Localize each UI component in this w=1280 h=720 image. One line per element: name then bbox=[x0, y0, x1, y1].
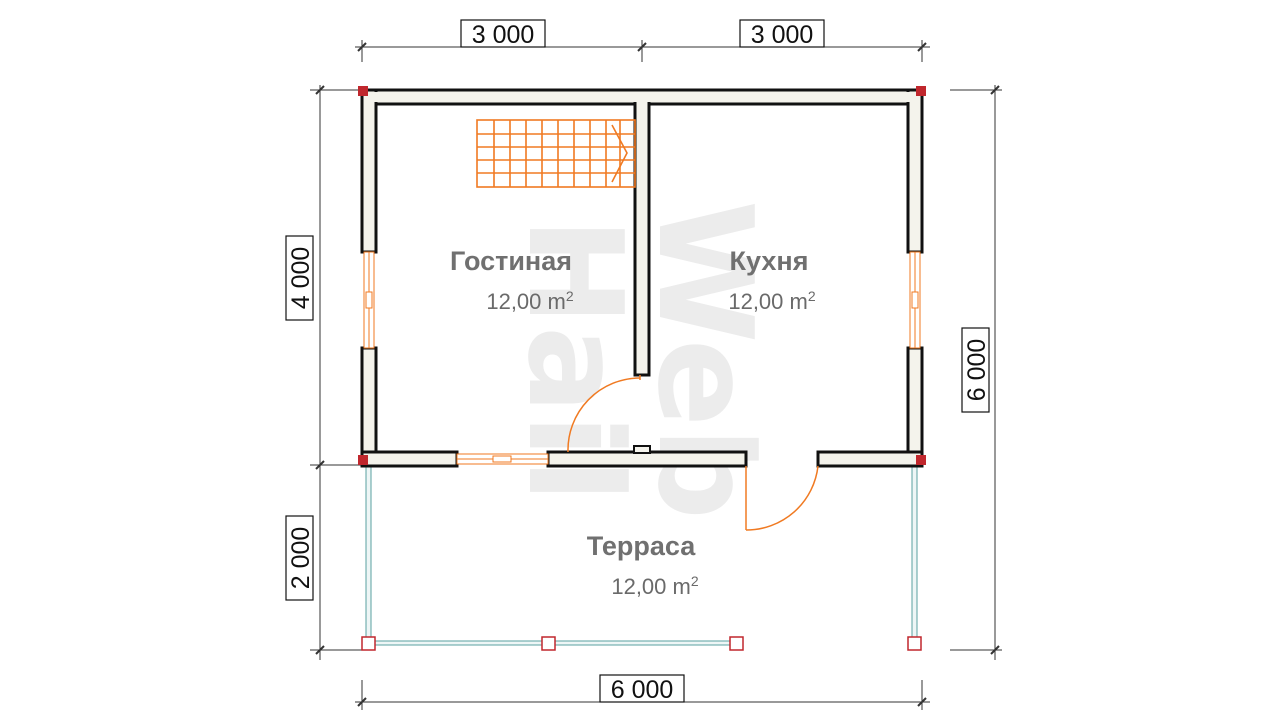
wall-joins bbox=[364, 92, 920, 250]
room-name-terrace: Терраса bbox=[587, 531, 697, 561]
dim-top-left: 3 000 bbox=[472, 21, 535, 49]
room-area-terrace: 12,00 m2 bbox=[611, 573, 699, 599]
room-name-living: Гостиная bbox=[450, 246, 572, 276]
post-bottom-1 bbox=[361, 636, 376, 651]
room-area-kitchen: 12,00 m2 bbox=[728, 288, 816, 314]
column-top-right bbox=[916, 86, 926, 96]
windows bbox=[363, 251, 921, 465]
room-kitchen: Кухня 12,00 m2 bbox=[728, 246, 816, 314]
dim-bottom: 6 000 bbox=[611, 676, 674, 704]
post-bottom-2 bbox=[541, 636, 556, 651]
room-living: Гостиная 12,00 m2 bbox=[450, 246, 574, 314]
doors bbox=[567, 375, 819, 531]
post-bottom-4 bbox=[907, 636, 922, 651]
room-area-living: 12,00 m2 bbox=[486, 288, 574, 314]
wall-notch bbox=[633, 445, 651, 454]
column-mid-left bbox=[358, 455, 368, 465]
dim-top-right: 3 000 bbox=[751, 21, 814, 49]
post-bottom-3 bbox=[729, 636, 744, 651]
room-name-kitchen: Кухня bbox=[730, 246, 809, 276]
dimension-labels: 3 000 3 000 6 000 4 000 2 000 6 000 bbox=[285, 19, 991, 704]
columns bbox=[358, 86, 926, 651]
column-mid-right bbox=[916, 455, 926, 465]
dim-left-upper: 4 000 bbox=[287, 247, 315, 310]
column-top-left bbox=[358, 86, 368, 96]
dim-right: 6 000 bbox=[963, 339, 991, 402]
room-terrace: Терраса 12,00 m2 bbox=[587, 531, 699, 599]
dim-left-lower: 2 000 bbox=[287, 527, 315, 590]
staircase bbox=[476, 119, 636, 188]
